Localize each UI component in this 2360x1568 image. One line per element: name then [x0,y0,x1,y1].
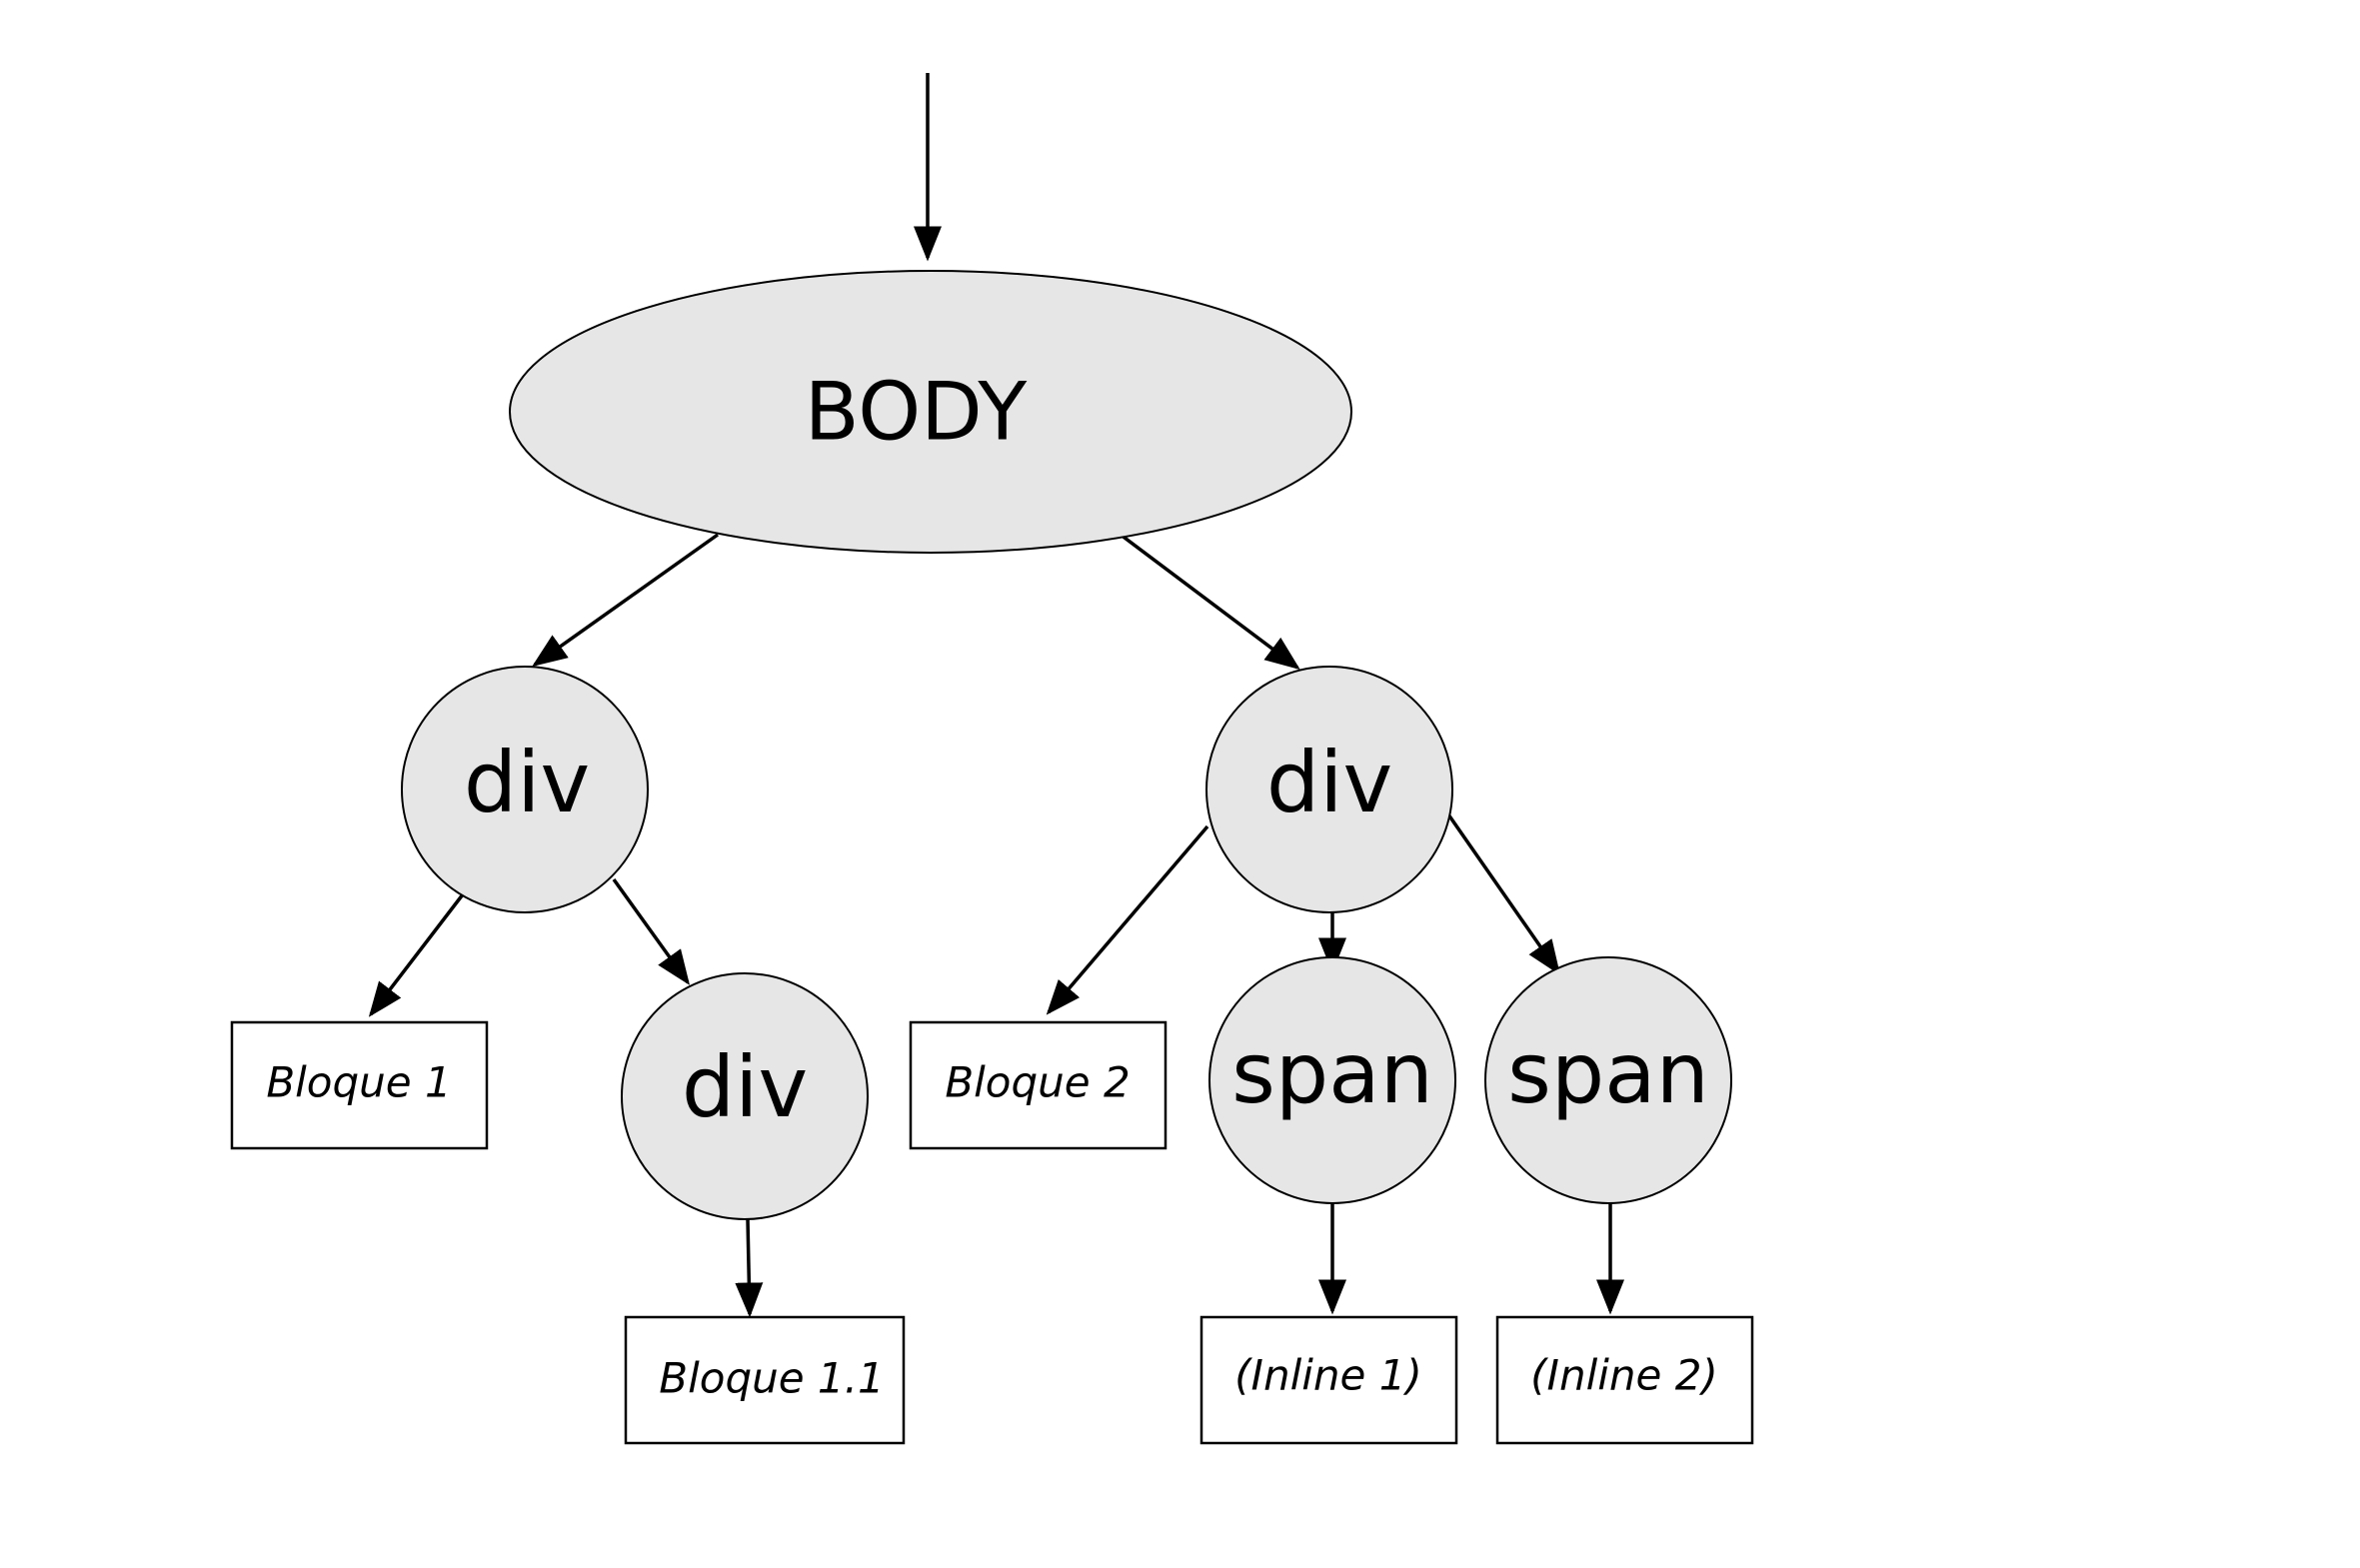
body-ellipse [509,270,1352,554]
span-1-label: span [1231,1024,1433,1122]
bloque-2-box: Bloque 2 [909,1020,1168,1150]
edge-div-right-bloque-2 [1046,824,1209,1015]
span-2-node: span [1484,956,1732,1204]
edge-body-div-right [1119,533,1300,671]
inline-2-rect [1495,1315,1754,1445]
div-right-node: div [1205,666,1453,913]
bloque-1-box: Bloque 1 [230,1020,489,1150]
bloque-1-label: Bloque 1 [266,1058,451,1107]
body-node: BODY [509,270,1352,554]
span-1-circle [1208,956,1456,1204]
div-left-node: div [401,666,649,913]
inline-1-box: (Inline 1) [1199,1315,1458,1445]
span-2-circle [1484,956,1732,1204]
inline-2-label: (Inline 2) [1530,1351,1718,1400]
edge-div-right-span-2 [1446,813,1560,975]
edge-div-left-bloque-1 [368,892,465,1017]
body-label: BODY [805,366,1029,459]
edge-div-left-div-nested [612,877,691,985]
div-right-label: div [1266,734,1392,831]
edge-body-div-left [532,533,720,668]
bloque-1-1-box: Bloque 1.1 [624,1315,906,1445]
div-nested-circle [621,972,869,1220]
edges [368,73,1624,1318]
div-nested-node: div [621,972,869,1220]
div-nested-label: div [682,1038,808,1136]
div-left-label: div [464,734,590,831]
bloque-1-1-rect [624,1315,906,1445]
span-2-label: span [1507,1024,1709,1122]
inline-2-box: (Inline 2) [1495,1315,1754,1445]
bloque-2-rect [909,1020,1168,1150]
div-right-circle [1205,666,1453,913]
inline-1-rect [1199,1315,1458,1445]
bloque-1-1-label: Bloque 1.1 [659,1354,884,1403]
span-1-node: span [1208,956,1456,1204]
bloque-1-rect [230,1020,489,1150]
inline-1-label: (Inline 1) [1234,1351,1422,1400]
bloque-2-label: Bloque 2 [945,1058,1130,1107]
edge-div-nested-bloque-1-1 [735,1218,764,1318]
div-left-circle [401,666,649,913]
